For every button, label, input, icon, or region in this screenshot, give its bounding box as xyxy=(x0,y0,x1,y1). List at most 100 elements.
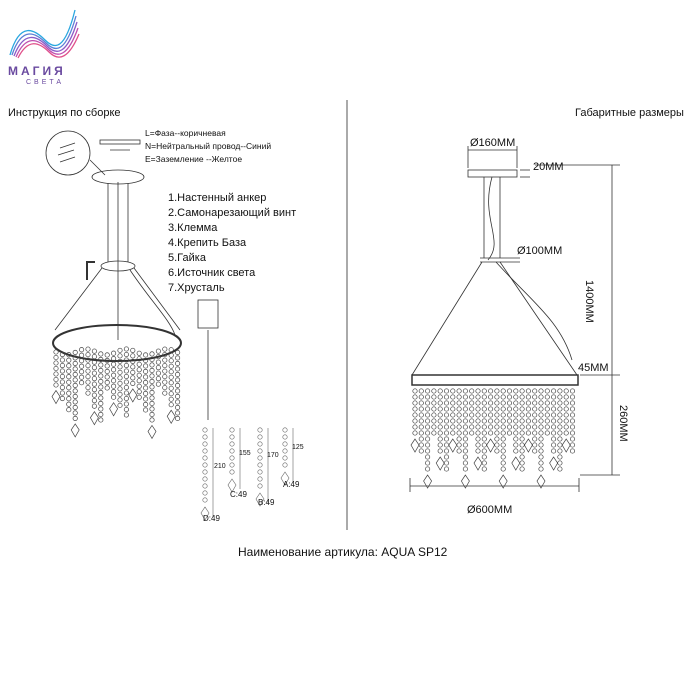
crystal-bead xyxy=(98,351,104,357)
crystal-bead xyxy=(443,412,450,418)
crystal-bead xyxy=(130,375,136,381)
crystal-bead xyxy=(66,379,72,385)
crystal-bead xyxy=(551,406,557,412)
crystal-bead xyxy=(425,412,431,418)
crystal-bead xyxy=(519,424,525,430)
crystal-bead xyxy=(425,400,431,406)
crystal-bead xyxy=(85,352,91,358)
crystal-bead xyxy=(418,412,424,418)
crystal-bead xyxy=(443,436,450,442)
crystal-drop xyxy=(166,409,176,424)
sample-a-label: A:49 xyxy=(283,480,300,489)
crystal-drop xyxy=(89,411,99,426)
crystal-bead xyxy=(104,385,110,391)
part-item: 6.Источник света xyxy=(168,267,256,279)
crystal-bead xyxy=(418,436,424,442)
crystal-bead xyxy=(104,379,110,386)
crystal-bead xyxy=(437,394,443,400)
crystal-bead xyxy=(130,347,136,353)
crystal-bead xyxy=(475,448,481,454)
crystal-bead xyxy=(162,363,168,369)
crystal-bead xyxy=(532,412,538,418)
crystal-bead xyxy=(72,404,78,410)
crystal-bead xyxy=(59,351,65,358)
crystal-bead xyxy=(155,370,161,376)
crystal-bead xyxy=(563,412,569,418)
crystal-bead xyxy=(462,448,468,454)
crystal-bead xyxy=(117,391,123,397)
crystal-bead xyxy=(53,376,59,383)
crystal-bead xyxy=(117,375,123,381)
crystal-bead xyxy=(456,442,462,448)
crystal-bead xyxy=(456,430,462,436)
crystal-bead xyxy=(462,406,468,412)
crystal-bead xyxy=(257,476,263,482)
crystal-bead xyxy=(519,460,525,466)
crystal-bead xyxy=(143,407,149,413)
crystal-bead xyxy=(72,366,78,372)
crystal-bead xyxy=(149,373,155,379)
crystal-bead xyxy=(519,406,525,412)
crystal-bead xyxy=(462,442,468,448)
crystal-bead xyxy=(462,400,468,406)
crystal-bead xyxy=(168,363,174,369)
crystal-bead xyxy=(450,412,456,418)
crystal-bead xyxy=(525,388,531,394)
logo-subtitle: СВЕТА xyxy=(26,79,65,86)
crystal-bead xyxy=(494,406,500,412)
crystal-bead xyxy=(481,394,487,400)
crystal-bead xyxy=(282,434,288,440)
crystal-bead xyxy=(175,349,181,355)
crystal-bead xyxy=(469,406,475,412)
crystal-bead xyxy=(412,406,418,412)
crystal-bead xyxy=(149,400,155,407)
crystal-bead xyxy=(72,355,78,361)
crystal-bead xyxy=(111,383,117,389)
crystal-bead xyxy=(475,394,481,400)
dimensions-title: Габаритные размеры xyxy=(575,107,684,119)
crystal-bead xyxy=(481,448,487,454)
crystal-bead xyxy=(425,454,431,460)
crystal-drop xyxy=(549,456,559,471)
crystal-bead xyxy=(282,448,288,454)
crystal-bead xyxy=(91,370,97,376)
crystal-bead xyxy=(563,400,569,406)
crystal-bead xyxy=(513,412,519,418)
crystal-bead xyxy=(53,360,59,366)
crystal-bead xyxy=(257,434,263,440)
part-item: 4.Крепить База xyxy=(168,237,247,249)
crystal-drop xyxy=(280,471,290,486)
crystal-bead xyxy=(123,412,129,418)
crystal-bead xyxy=(557,448,563,454)
crystal-bead xyxy=(175,410,181,416)
crystal-bead xyxy=(488,394,494,400)
crystal-bead xyxy=(149,417,155,423)
crystal-bead xyxy=(53,354,59,361)
crystal-bead xyxy=(469,394,475,400)
crystal-bead xyxy=(494,400,500,406)
crystal-bead xyxy=(425,430,431,436)
crystal-bead xyxy=(538,400,544,406)
crystal-bead xyxy=(431,430,437,436)
crystal-bead xyxy=(162,352,168,358)
crystal-bead xyxy=(175,366,181,372)
crystal-bead xyxy=(462,418,468,424)
crystal-bead xyxy=(519,466,525,472)
crystal-bead xyxy=(85,385,91,391)
crystal-bead xyxy=(431,418,437,424)
crystal-bead xyxy=(79,380,85,386)
crystal-bead xyxy=(66,401,72,407)
crystal-bead xyxy=(111,389,117,395)
crystal-bead xyxy=(431,424,437,430)
crystal-bead xyxy=(532,436,538,442)
crystal-bead xyxy=(462,424,468,430)
crystal-bead xyxy=(59,368,65,374)
assembly-title: Инструкция по сборке xyxy=(8,107,121,119)
crystal-bead xyxy=(175,404,181,410)
crystal-bead xyxy=(557,388,563,394)
part-item: 3.Клемма xyxy=(168,222,218,234)
crystal-bead xyxy=(175,360,181,366)
crystal-drop xyxy=(128,388,138,403)
crystal-bead xyxy=(175,382,181,388)
crystal-drop xyxy=(255,492,265,507)
